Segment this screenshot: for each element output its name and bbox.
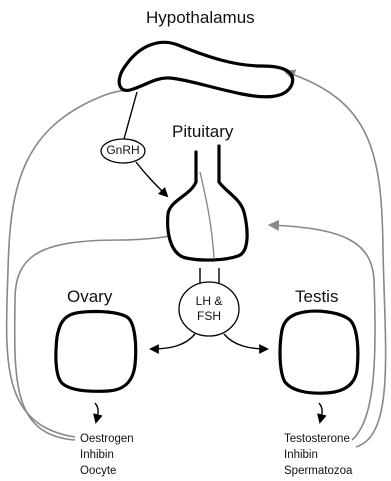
ovary-to-products-arrow (95, 403, 98, 422)
ovary-shape (56, 311, 136, 391)
ovary-product-item: Oocyte (80, 463, 134, 479)
pituitary-label: Pituitary (172, 122, 233, 142)
pituitary-stalk-line (200, 172, 214, 259)
testis-product-item: Inhibin (284, 447, 352, 463)
feedback-loop-inner-right (270, 225, 375, 440)
ovary-label: Ovary (67, 287, 112, 307)
gnrh-label: GnRH (104, 143, 142, 158)
hypothalamus-shape (119, 42, 292, 96)
testis-label: Testis (295, 287, 338, 307)
feedback-loop-inner-left (15, 236, 170, 440)
testis-product-item: Spermatozoa (284, 463, 352, 479)
ovary-product-item: Inhibin (80, 447, 134, 463)
lh-fsh-label: LH & FSH (184, 294, 234, 324)
lhfsh-to-testis-arrow (224, 334, 267, 349)
gnrh-to-pituitary-arrow (136, 162, 167, 196)
ovary-product-item: Oestrogen (80, 431, 134, 447)
testis-products-list: Testosterone Inhibin Spermatozoa (284, 431, 352, 479)
testis-to-products-arrow (319, 403, 322, 422)
testis-product-item: Testosterone (284, 431, 352, 447)
hypothalamus-to-gnrh-line (124, 92, 137, 139)
lh-fsh-label-line2: FSH (184, 309, 234, 324)
ovary-products-list: Oestrogen Inhibin Oocyte (80, 431, 134, 479)
lh-fsh-label-line1: LH & (184, 294, 234, 309)
lhfsh-to-ovary-arrow (151, 334, 195, 349)
testis-shape (280, 311, 358, 393)
hypothalamus-label: Hypothalamus (146, 8, 255, 28)
